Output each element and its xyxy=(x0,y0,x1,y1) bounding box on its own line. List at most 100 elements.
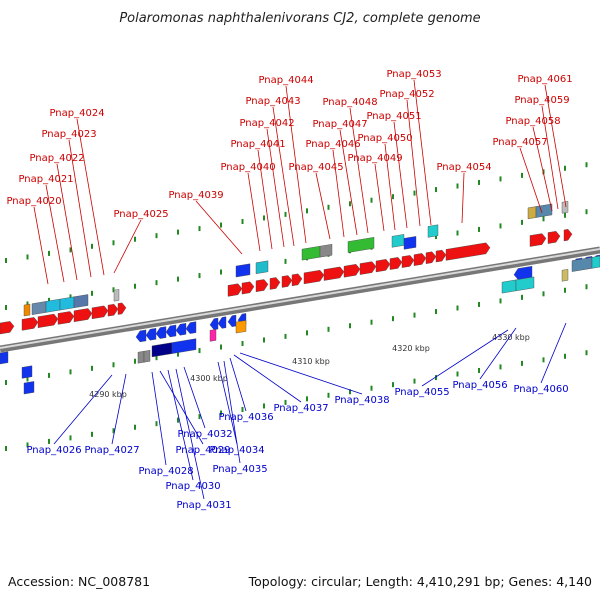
forward-gene xyxy=(529,233,547,247)
leader-line xyxy=(111,373,127,445)
forward-feature xyxy=(561,201,569,214)
scale-label: 4300 kbp xyxy=(190,374,228,383)
leader-line xyxy=(195,200,243,255)
forward-gene xyxy=(303,269,325,285)
scale-label: 4290 kbp xyxy=(89,390,127,399)
map-title: Polaromonas naphthalenivorans CJ2, compl… xyxy=(119,11,480,26)
leader-line xyxy=(266,128,285,248)
forward-gene xyxy=(255,279,269,292)
leader-line xyxy=(384,143,396,231)
reverse-gene-label: Pnap_4037 xyxy=(273,403,328,414)
leader-line xyxy=(167,369,194,481)
forward-feature xyxy=(255,260,269,274)
leader-line xyxy=(113,219,142,274)
reverse-gene xyxy=(227,314,237,327)
forward-gene xyxy=(425,251,437,264)
scale-label: 4320 kbp xyxy=(392,344,430,353)
reverse-gene-label: Pnap_4026 xyxy=(26,445,81,456)
forward-gene-label: Pnap_4059 xyxy=(514,95,569,106)
reverse-feature xyxy=(561,269,569,282)
leader-line xyxy=(53,374,113,445)
forward-feature xyxy=(31,301,47,315)
leader-line xyxy=(479,327,517,380)
reverse-gene-label: Pnap_4030 xyxy=(165,481,220,492)
leader-line xyxy=(56,163,78,281)
leader-line xyxy=(519,147,543,214)
leader-line xyxy=(393,121,408,229)
forward-gene xyxy=(269,277,281,290)
leader-line xyxy=(421,329,509,387)
reverse-gene xyxy=(165,324,177,338)
reverse-gene-label: Pnap_4055 xyxy=(394,387,449,398)
forward-gene xyxy=(343,264,361,278)
reverse-feature xyxy=(571,257,593,272)
forward-gene xyxy=(359,261,377,275)
reverse-feature xyxy=(0,351,9,365)
leader-line xyxy=(233,354,302,403)
forward-gene-label: Pnap_4046 xyxy=(305,139,360,150)
reverse-feature xyxy=(501,279,517,294)
forward-gene-label: Pnap_4023 xyxy=(41,129,96,140)
reverse-gene xyxy=(145,328,157,341)
reverse-gene xyxy=(185,321,197,334)
reverse-gene-label: Pnap_4027 xyxy=(84,445,139,456)
forward-gene xyxy=(547,231,561,244)
forward-feature xyxy=(319,243,333,258)
forward-gene-label: Pnap_4052 xyxy=(379,89,434,100)
leader-line xyxy=(349,107,369,234)
reverse-gene-label: Pnap_4060 xyxy=(513,384,568,395)
forward-feature xyxy=(427,224,439,238)
leader-line xyxy=(247,172,261,252)
leader-line xyxy=(461,172,465,224)
forward-gene xyxy=(413,253,427,266)
genome-backbone-highlight xyxy=(0,248,600,349)
forward-gene xyxy=(227,283,243,297)
forward-feature xyxy=(535,203,553,218)
leader-line xyxy=(151,371,167,466)
reverse-feature xyxy=(23,381,35,395)
leader-line xyxy=(332,149,345,238)
leader-line xyxy=(223,360,241,464)
reverse-feature xyxy=(209,329,217,342)
reverse-gene xyxy=(135,329,147,343)
scale-label: 4330 kbp xyxy=(492,333,530,342)
leader-line xyxy=(68,139,92,278)
forward-gene xyxy=(563,229,573,242)
forward-gene xyxy=(91,305,109,320)
forward-gene xyxy=(57,311,75,325)
forward-feature xyxy=(527,206,537,220)
reverse-feature xyxy=(21,365,33,379)
leader-line xyxy=(239,352,363,395)
scale-label: 4310 kbp xyxy=(292,357,330,366)
forward-feature xyxy=(347,237,375,253)
forward-gene xyxy=(375,259,391,273)
forward-gene-label: Pnap_4021 xyxy=(18,174,73,185)
forward-gene-label: Pnap_4024 xyxy=(49,108,104,119)
leader-line xyxy=(374,163,385,232)
reverse-gene-label: Pnap_4028 xyxy=(138,466,193,477)
reverse-gene-label: Pnap_4035 xyxy=(212,464,267,475)
forward-gene-label: Pnap_4022 xyxy=(29,153,84,164)
forward-gene xyxy=(117,302,127,315)
forward-feature xyxy=(59,296,75,311)
forward-gene xyxy=(73,308,93,323)
genome-summary-text: Topology: circular; Length: 4,410,291 bp… xyxy=(248,574,592,589)
reverse-gene-label: Pnap_4031 xyxy=(176,500,231,511)
reverse-feature xyxy=(235,320,247,334)
leader-line xyxy=(33,206,49,285)
forward-gene-label: Pnap_4050 xyxy=(357,133,412,144)
forward-gene-label: Pnap_4049 xyxy=(347,153,402,164)
reverse-feature xyxy=(137,351,145,364)
forward-gene-label: Pnap_4039 xyxy=(168,190,223,201)
leader-line xyxy=(285,85,307,244)
reverse-gene-label: Pnap_4038 xyxy=(334,395,389,406)
leader-line xyxy=(406,99,421,227)
forward-gene-label: Pnap_4040 xyxy=(220,162,275,173)
leader-line xyxy=(183,366,206,429)
forward-gene-label: Pnap_4041 xyxy=(230,139,285,150)
forward-feature xyxy=(73,294,89,309)
leader-line xyxy=(339,129,358,236)
reverse-feature xyxy=(591,255,600,269)
